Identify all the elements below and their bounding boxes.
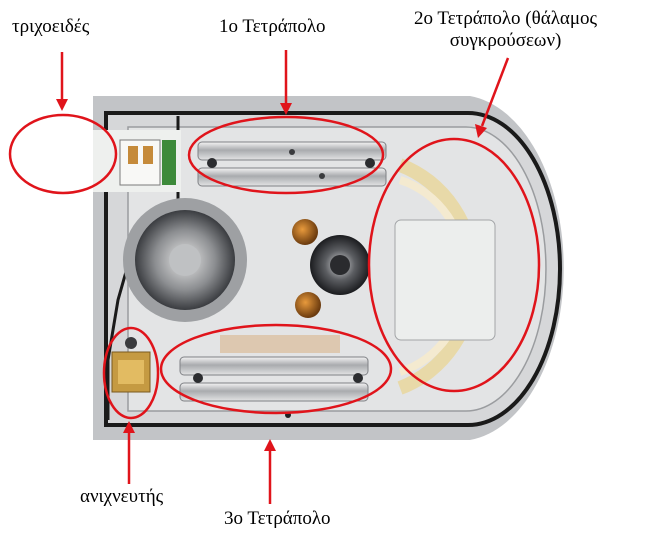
annotation-overlay <box>8 113 541 420</box>
arrow-quadrupole-2 <box>475 57 510 138</box>
highlight-quadrupole-1 <box>187 115 385 195</box>
label-quadrupole-2: 2ο Τετράπολο (θάλαμος συγκρούσεων) <box>414 8 597 52</box>
quadrupole-1-rods <box>197 141 387 187</box>
highlight-quadrupole-3 <box>159 323 393 415</box>
highlight-capillary <box>8 113 118 195</box>
arrow-capillary <box>56 52 68 111</box>
arrow-detector <box>123 421 135 484</box>
arrow-quadrupole-1 <box>280 50 292 115</box>
arrow-quadrupole-3 <box>264 439 276 504</box>
annotation-arrows <box>56 50 510 504</box>
label-quadrupole-2-line1: 2ο Τετράπολο (θάλαμος <box>414 8 598 29</box>
quadrupole-3-rods <box>179 335 369 418</box>
ion-lens-disc <box>123 198 247 322</box>
highlight-quadrupole-2 <box>367 137 541 393</box>
label-detector: ανιχνευτής <box>80 486 164 507</box>
detector-assembly <box>111 337 151 393</box>
highlight-detector <box>102 326 160 420</box>
label-capillary: τριχοειδές <box>12 16 90 37</box>
label-quadrupole-1: 1ο Τετράπολο <box>219 16 326 37</box>
label-quadrupole-2-line2: συγκρούσεων) <box>449 30 562 51</box>
capillary-assembly <box>93 130 181 192</box>
label-quadrupole-3: 3ο Τετράπολο <box>224 508 331 529</box>
central-optics <box>292 219 370 318</box>
collision-cell <box>394 158 496 395</box>
